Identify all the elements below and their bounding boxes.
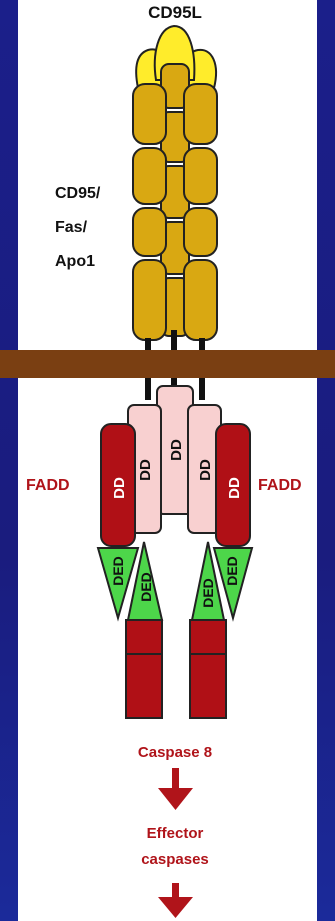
dd-label-pink-right: DD — [197, 459, 214, 481]
text-labels: CD95L CD95/ Fas/ Apo1 FADD FADD Caspase … — [26, 3, 302, 868]
dd-label-center: DD — [168, 439, 185, 461]
label-receptor-2: Fas/ — [55, 219, 88, 236]
ded-outer-right — [212, 547, 254, 622]
ded-label-inner-right: DED — [200, 578, 216, 608]
dd-labels: DD DD DD DD DD — [111, 439, 243, 499]
label-fadd-left: FADD — [26, 477, 70, 494]
label-fadd-right: FADD — [258, 477, 302, 494]
label-receptor-3: Apo1 — [55, 253, 95, 270]
caspase8-right-bottom — [189, 653, 227, 719]
receptor-death-domains — [127, 385, 222, 534]
receptor-left-3 — [132, 207, 167, 257]
receptor-left-4 — [132, 259, 167, 341]
receptor-right-2 — [183, 147, 218, 205]
procaspase-8 — [125, 619, 227, 719]
caspase8-left-top — [125, 619, 163, 655]
ded-labels: DED DED DED DED — [110, 556, 240, 608]
receptor-left-2 — [132, 147, 167, 205]
receptor-right-3 — [183, 207, 218, 257]
label-cd95l: CD95L — [148, 3, 202, 22]
arrows — [158, 768, 193, 918]
label-caspase-8: Caspase 8 — [138, 744, 212, 761]
ded-outer-left — [96, 547, 140, 622]
receptor-right-4 — [183, 259, 218, 341]
label-effector-1: Effector — [147, 825, 204, 842]
label-effector-2: caspases — [141, 851, 209, 868]
plasma-membrane — [0, 350, 335, 378]
ded-label-outer-left: DED — [110, 556, 126, 586]
cd95-receptor — [132, 63, 218, 341]
caspase8-left-bottom — [125, 653, 163, 719]
death-effector-domains — [96, 541, 254, 622]
dd-label-fadd-left: DD — [111, 477, 128, 499]
dd-label-fadd-right: DD — [226, 477, 243, 499]
ded-label-inner-left: DED — [138, 572, 154, 602]
fadd-dd-right — [215, 423, 251, 547]
receptor-right-1 — [183, 83, 218, 145]
fadd-dd-left — [100, 423, 136, 547]
arrow-down-icon — [158, 768, 193, 810]
ded-label-outer-right: DED — [224, 556, 240, 586]
dd-label-pink-left: DD — [137, 459, 154, 481]
receptor-left-1 — [132, 83, 167, 145]
arrow-down-icon — [158, 883, 193, 918]
caspase8-right-top — [189, 619, 227, 655]
fadd-death-domains — [100, 423, 251, 547]
label-receptor-1: CD95/ — [55, 185, 101, 202]
